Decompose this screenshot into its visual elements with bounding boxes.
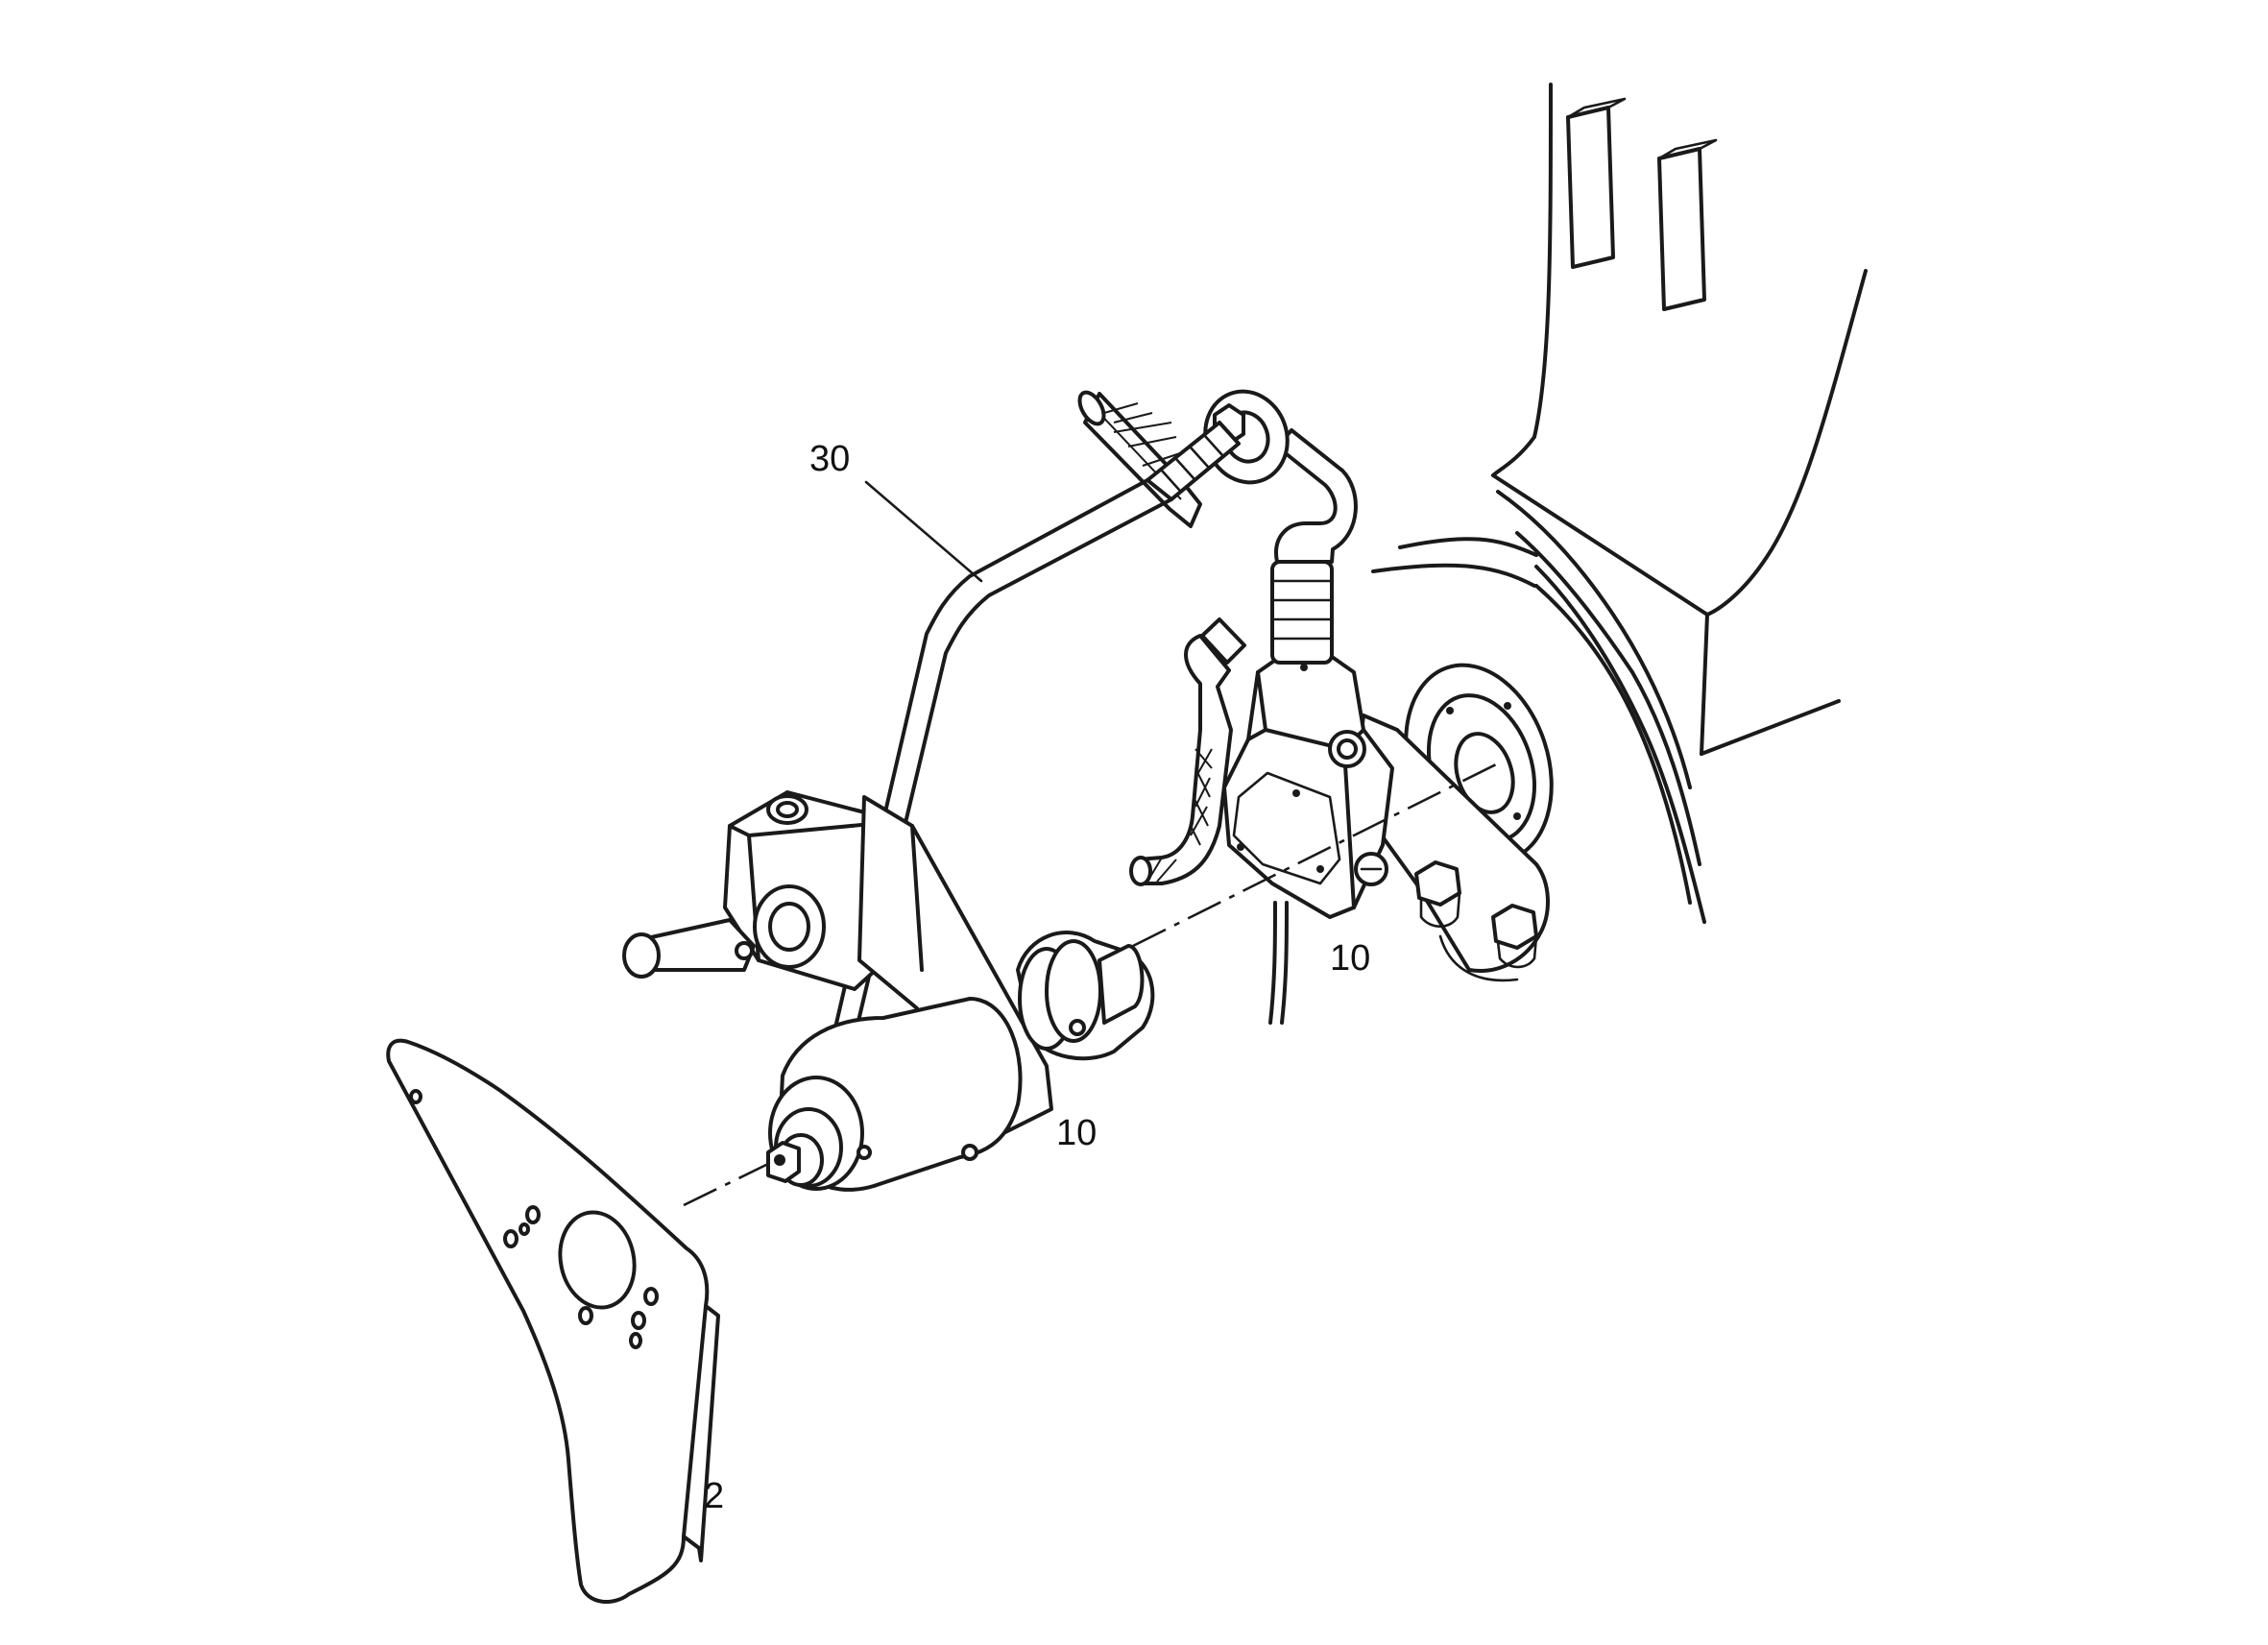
callout-leaders [864, 480, 983, 583]
lower-valve-assembly [622, 790, 1155, 1192]
callout-labels: 30 10 10 2 [704, 439, 1370, 1516]
callout-10-lower: 10 [1056, 1113, 1097, 1153]
pipe-line [833, 421, 1241, 1039]
machine-frame [1371, 83, 1868, 924]
center-axis-line [683, 762, 1499, 1207]
upper-valve-assembly [1077, 389, 1394, 1025]
callout-2: 2 [704, 1476, 724, 1516]
mounting-bracket [1352, 663, 1554, 982]
callout-10-upper: 10 [1330, 938, 1370, 979]
callout-30: 30 [809, 439, 850, 479]
pedal-plate [386, 1038, 720, 1605]
